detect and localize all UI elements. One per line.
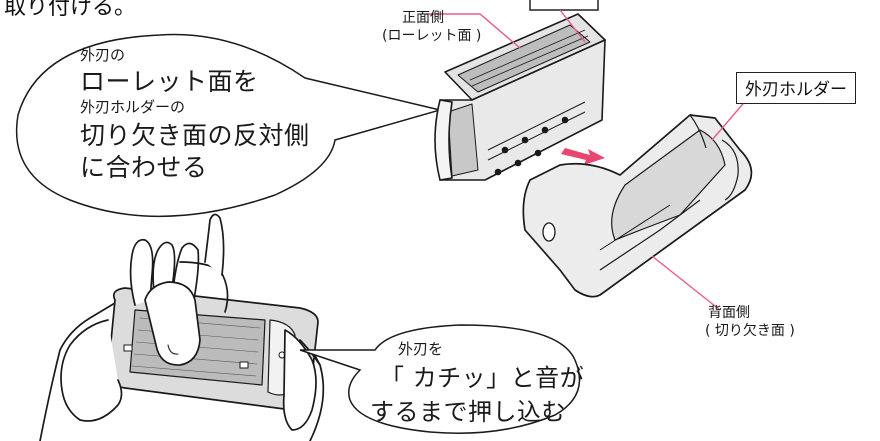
top-bubble-line4: 切り欠き面の反対側 bbox=[80, 121, 310, 150]
cutoff-label-box bbox=[529, 0, 599, 11]
top-bubble-line5: に合わせる bbox=[80, 153, 208, 182]
outer-blade-cassette bbox=[434, 13, 606, 181]
bottom-speech-bubble bbox=[299, 324, 581, 434]
top-speech-bubble bbox=[15, 33, 443, 218]
top-bubble-line1: 外刃の bbox=[80, 46, 126, 64]
outer-holder-leader bbox=[711, 97, 749, 141]
outer-holder-label: 外刃ホルダー bbox=[736, 72, 856, 104]
bottom-bubble-line3: するまで押し込む bbox=[370, 398, 566, 426]
bottom-bubble-line1: 外刃を bbox=[398, 340, 444, 358]
cutoff-leader bbox=[559, 9, 586, 43]
front-side-label: 正面側 bbox=[402, 10, 444, 26]
outer-blade-holder bbox=[522, 114, 753, 298]
top-bubble-line2: ローレット面を bbox=[80, 67, 259, 96]
front-side-sublabel: (ローレット面 ) bbox=[382, 28, 482, 44]
insert-arrow bbox=[561, 148, 605, 165]
back-side-leader bbox=[651, 255, 721, 311]
bottom-bubble-line2: 「 カチッ」と音が bbox=[380, 364, 585, 392]
shaver-head-with-hand bbox=[39, 213, 325, 441]
top-bubble-line3: 外刃ホルダーの bbox=[80, 98, 186, 116]
back-side-label: 背面側 bbox=[708, 305, 750, 321]
front-side-leader bbox=[426, 13, 521, 49]
header-partial-text: 取り付ける。 bbox=[4, 0, 136, 19]
back-side-sublabel: ( 切り欠き面 ) bbox=[705, 323, 795, 339]
